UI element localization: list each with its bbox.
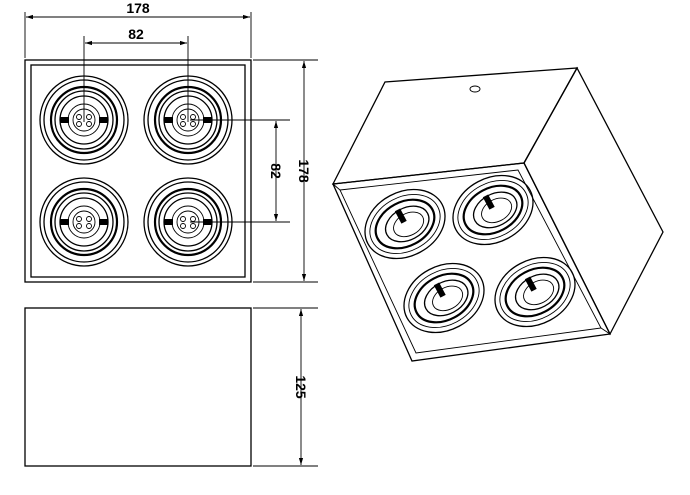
lamp-sockets (39, 75, 233, 267)
dimension-overall-width: 178 (24, 0, 252, 58)
dim-label-height: 125 (293, 375, 309, 399)
iso-lamp-2 (452, 174, 534, 246)
top-view (24, 59, 252, 283)
socket-3 (39, 177, 129, 267)
iso-lamp-4 (494, 256, 576, 328)
dim-label-spacing-vertical: 82 (268, 163, 284, 179)
dim-label-spacing-horizontal: 82 (128, 26, 144, 42)
isometric-view (331, 66, 664, 362)
dim-label-overall-width: 178 (126, 0, 150, 16)
iso-lamp-3 (403, 262, 485, 334)
dim-label-overall-depth: 178 (296, 159, 312, 183)
dimension-spacing-horizontal: 82 (83, 26, 189, 122)
dimension-height: 125 (253, 307, 318, 467)
iso-lamp-1 (364, 188, 446, 260)
side-view (24, 307, 252, 467)
iso-lamp-modules (364, 174, 576, 334)
dimension-overall-depth: 178 (253, 59, 318, 283)
dimension-spacing-vertical: 82 (190, 119, 290, 223)
